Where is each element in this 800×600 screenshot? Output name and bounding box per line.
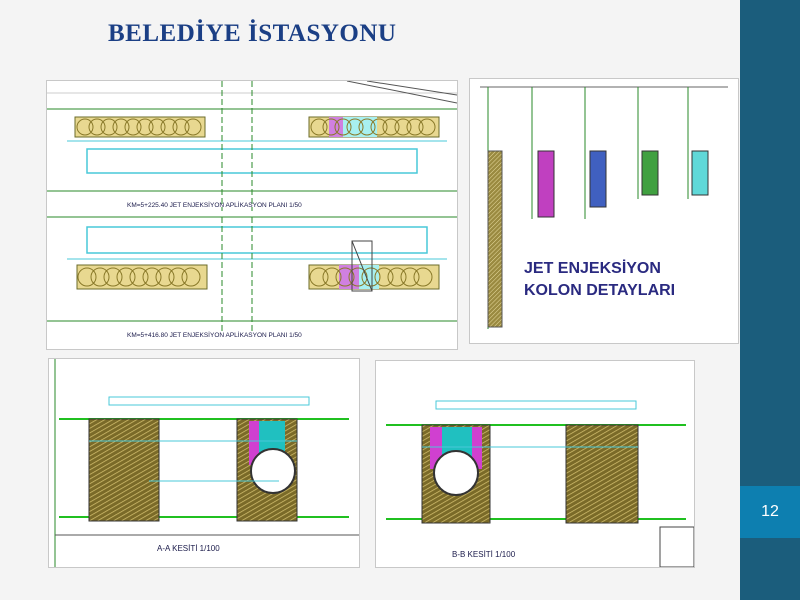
column-detail-green <box>641 150 659 196</box>
plan-top-caption: KM=5+225.40 JET ENJEKSİYON APLİKASYON PL… <box>127 200 302 209</box>
plan-bottom-caption: KM=5+416.80 JET ENJEKSİYON APLİKASYON PL… <box>127 330 302 339</box>
column-details: JET ENJEKSİYON KOLON DETAYLARI <box>469 78 739 344</box>
section-b-caption: B-B KESİTİ 1/100 <box>452 550 516 559</box>
page-number-badge: 12 <box>740 486 800 538</box>
column-detail-magenta <box>537 150 555 218</box>
column-row-upper-right <box>308 116 440 138</box>
section-a-caption: A-A KESİTİ 1/100 <box>157 544 220 553</box>
detail-title-line-2: KOLON DETAYLARI <box>524 282 675 299</box>
detail-title-line-1: JET ENJEKSİYON <box>524 259 661 277</box>
section-b-b: B-B KESİTİ 1/100 <box>375 360 695 568</box>
section-a-a: A-A KESİTİ 1/100 <box>48 358 360 568</box>
column-detail-tall <box>487 150 503 328</box>
slide-title: BELEDİYE İSTASYONU <box>108 20 397 47</box>
column-row-upper-left <box>74 116 206 138</box>
column-detail-blue <box>589 150 607 208</box>
column-detail-cyan <box>691 150 709 196</box>
column-row-lower-right <box>308 240 440 292</box>
plan-drawings: KM=5+225.40 JET ENJEKSİYON APLİKASYON PL… <box>46 80 458 350</box>
column-row-lower-left <box>76 264 208 290</box>
